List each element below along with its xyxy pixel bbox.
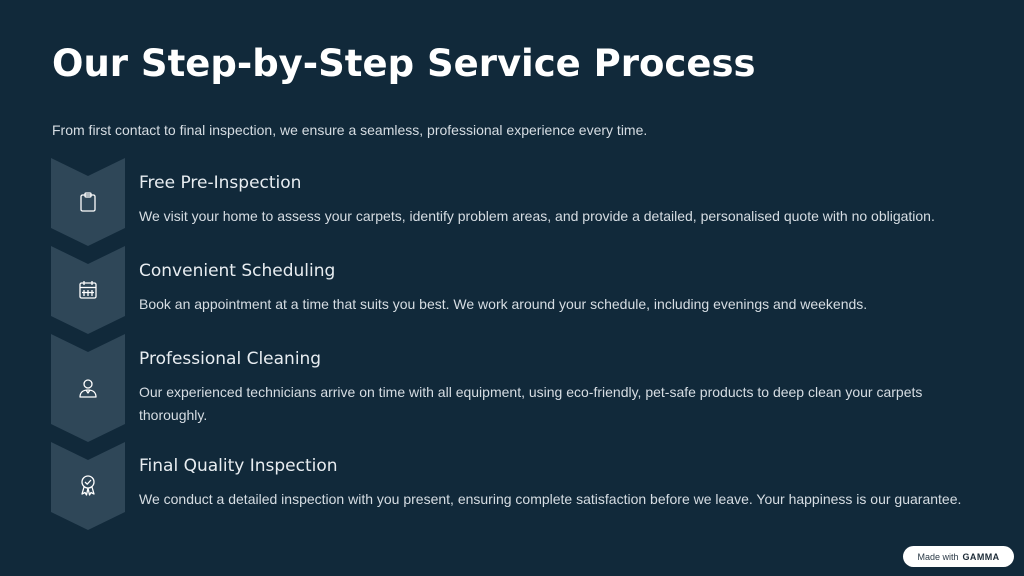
step-2-description: Book an appointment at a time that suits…	[139, 296, 868, 312]
technician-icon	[77, 377, 99, 399]
made-with-gamma-badge[interactable]: Made with GAMMA	[903, 546, 1014, 567]
step-3-description: Our experienced technicians arrive on ti…	[139, 384, 923, 423]
gamma-logo: GAMMA	[962, 551, 1000, 562]
clipboard-icon	[77, 191, 99, 213]
page-title: Our Step-by-Step Service Process	[52, 42, 756, 85]
page-subtitle: From first contact to final inspection, …	[52, 122, 648, 138]
calendar-icon	[77, 279, 99, 301]
step-4-description: We conduct a detailed inspection with yo…	[139, 491, 962, 507]
step-3-title: Professional Cleaning	[139, 349, 322, 369]
badge-prefix: Made with	[917, 551, 959, 562]
step-2-title: Convenient Scheduling	[139, 261, 336, 281]
step-4-title: Final Quality Inspection	[139, 456, 338, 476]
step-1-description: We visit your home to assess your carpet…	[139, 208, 935, 224]
step-1-title: Free Pre-Inspection	[139, 173, 302, 193]
award-badge-icon	[77, 474, 99, 496]
